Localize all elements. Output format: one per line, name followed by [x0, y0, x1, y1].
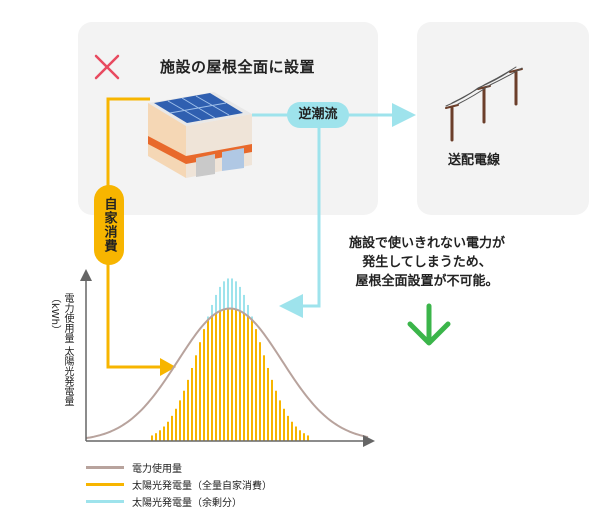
chart [80, 269, 375, 447]
message-line-3: 屋根全面設置が不可能。 [355, 274, 499, 289]
backflow-to-chart [279, 128, 321, 318]
self-consumption-badge: 自家消費 [94, 185, 124, 265]
legend-label-surplus: 太陽光発電量（余剰分） [132, 497, 242, 509]
legend-swatch-surplus [86, 499, 124, 503]
legend-item-surplus: 太陽光発電量（余剰分） [86, 494, 242, 509]
backflow-badge: 逆潮流 [287, 102, 349, 128]
legend-label-self-consumption: 太陽光発電量（全量自家消費） [132, 480, 272, 492]
grid-label: 送配電線 [448, 153, 501, 168]
grid-panel [417, 22, 589, 215]
legend-swatch-usage [86, 465, 124, 469]
cross-icon [94, 54, 120, 80]
legend-item-self-consumption: 太陽光発電量（全量自家消費） [86, 477, 272, 492]
generation-stripes [151, 278, 309, 441]
warning-message: 施設で使いきれない電力が 発生してしまうため、 屋根全面設置が不可能。 [318, 234, 536, 291]
arrow-down-icon [407, 303, 451, 346]
usage-curve [85, 307, 369, 440]
self-consumption-label: 自家消費 [101, 197, 117, 253]
panel-title: 施設の屋根全面に設置 [160, 58, 316, 76]
legend-label-usage: 電力使用量 [132, 463, 182, 475]
message-line-1: 施設で使いきれない電力が [348, 236, 505, 251]
power-line-icon [445, 66, 523, 142]
solar-panel-icon [154, 93, 243, 123]
legend-swatch-self-consumption [86, 482, 124, 486]
y-axis-label: 電力使用量 太陽光発電量（kWh） [49, 293, 73, 407]
legend-item-usage: 電力使用量 [86, 460, 182, 475]
self-consumption-arrowhead [160, 358, 176, 376]
message-line-2: 発生してしまうため、 [362, 255, 492, 270]
